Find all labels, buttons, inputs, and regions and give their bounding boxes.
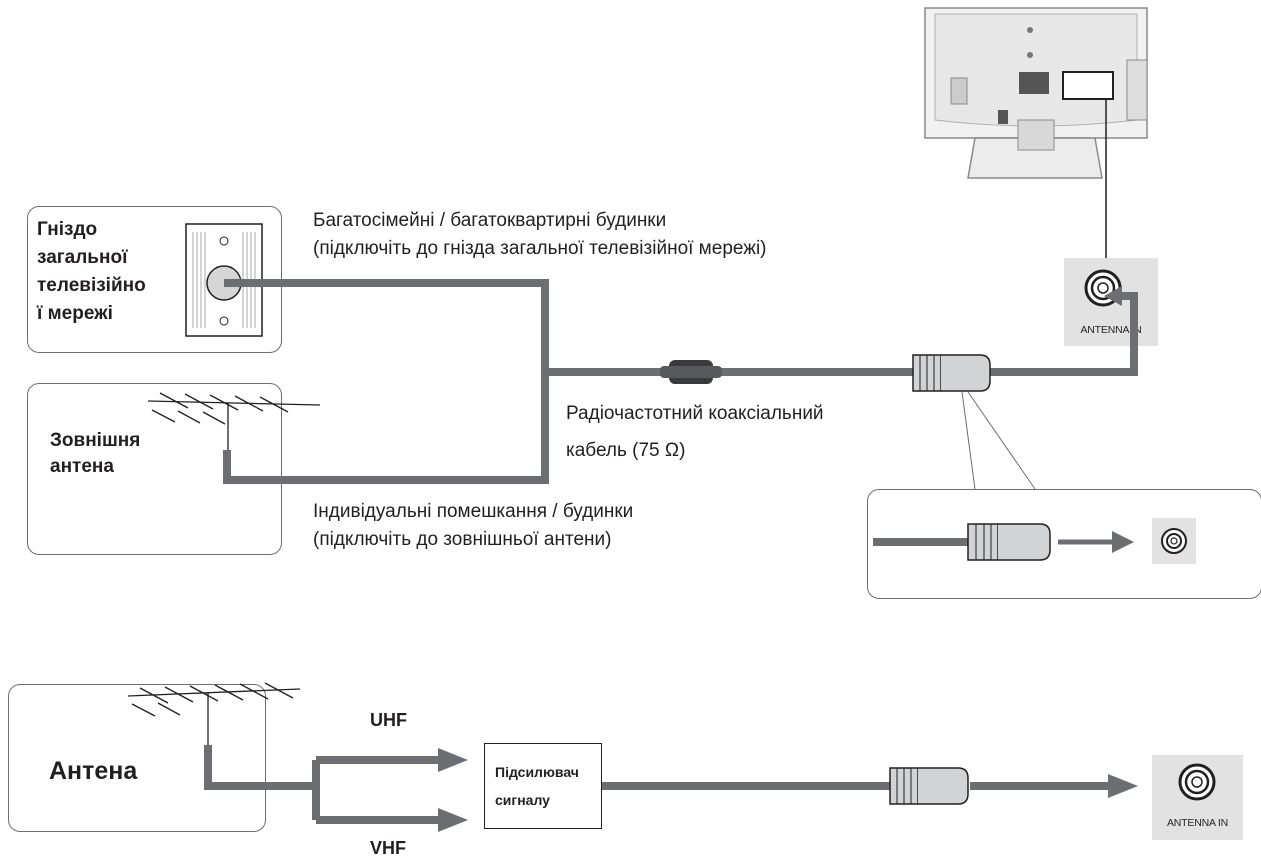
- multi-family-note-line-2: (підключіть до гнізда загальної телевізі…: [313, 238, 767, 259]
- antenna-box: Антена: [8, 684, 266, 832]
- individual-note-line-1: Індивідуальні помешкання / будинки: [313, 501, 634, 522]
- bottom-antenna-in-port: ANTENNA IN: [1152, 755, 1243, 840]
- arrow-into-tv-port: [1104, 286, 1122, 306]
- signal-amplifier-box: Підсилювач сигналу: [484, 743, 602, 829]
- tv-rear-illustration: [924, 7, 1148, 179]
- uhf-arrow: [438, 748, 468, 772]
- vhf-label: VHF: [370, 838, 406, 858]
- cable-note-line-2: кабель (75 Ω): [566, 440, 686, 461]
- outdoor-antenna-label-line-2: антена: [50, 456, 114, 477]
- individual-note-line-2: (підключіть до зовнішньої антени): [313, 529, 612, 550]
- antenna-icon-bottom: [127, 682, 301, 750]
- coax-socket-icon-bottom: [1178, 763, 1216, 801]
- tv-antenna-in-label: ANTENNA IN: [1080, 324, 1142, 336]
- coax-plug-top: [912, 354, 991, 392]
- bottom-antenna-in-label: ANTENNA IN: [1166, 817, 1228, 829]
- cable-note-line-1: Радіочастотний коаксіальний: [566, 403, 824, 424]
- wall-socket-label-line-4: ї мережі: [37, 303, 113, 324]
- amplifier-label-line-1: Підсилювач: [495, 764, 579, 780]
- wall-socket-label-line-1: Гніздо: [37, 219, 98, 240]
- amplifier-label-line-2: сигналу: [495, 792, 550, 808]
- uhf-label: UHF: [370, 710, 407, 730]
- vhf-arrow: [438, 808, 468, 832]
- output-arrow: [1108, 774, 1138, 798]
- antenna-label: Антена: [49, 757, 138, 785]
- callout-line-right: [967, 391, 1036, 490]
- multi-family-note-line-1: Багатосімейні / багатоквартирні будинки: [313, 210, 667, 231]
- wall-socket-label-line-2: загальної: [37, 247, 128, 268]
- outdoor-antenna-icon: [147, 392, 321, 470]
- top-coax-cables: [223, 279, 1138, 484]
- coax-plug-bottom: [889, 767, 969, 805]
- callout-line-left: [961, 391, 976, 490]
- connector-detail-drawing: [873, 518, 1196, 564]
- bottom-coax-cables: [204, 745, 1110, 824]
- outdoor-antenna-label-line-1: Зовнішня: [50, 430, 141, 451]
- wall-socket-label-line-3: телевізійно: [37, 275, 146, 296]
